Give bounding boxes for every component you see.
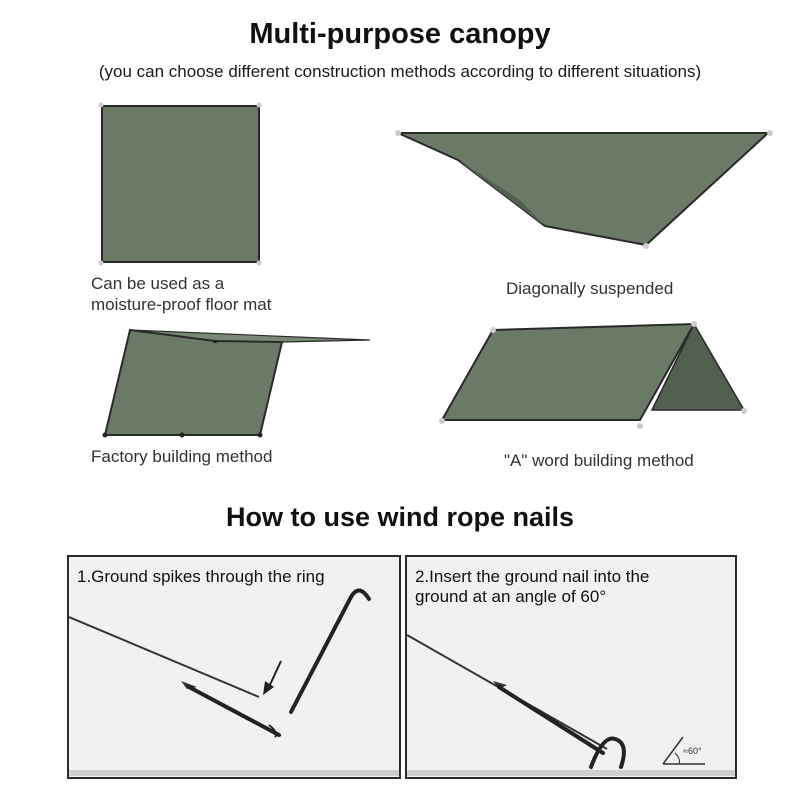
grommet-icon: [256, 260, 262, 266]
floor-mat-canopy: [98, 102, 262, 266]
angle-label: ≈60°: [683, 746, 702, 756]
step-2-text: 2.Insert the ground nail into the ground…: [415, 567, 650, 606]
page-subtitle: (you can choose different construction m…: [98, 62, 702, 81]
factory-caption: Factory building method: [91, 447, 273, 466]
grommet-icon: [98, 260, 104, 266]
a-frame-canopy: [439, 321, 747, 429]
grommet-icon: [490, 327, 496, 333]
stake-icon: [102, 432, 108, 438]
grommet-icon: [741, 408, 747, 414]
stake-icon: [179, 432, 185, 438]
stake-icon: [257, 432, 263, 438]
diagonal-canopy: [395, 130, 773, 249]
grommet-icon: [395, 130, 401, 136]
grommet-icon: [691, 321, 697, 327]
canopy-illustrations: [98, 102, 773, 438]
step-1-illustration: [69, 588, 399, 776]
grommet-icon: [98, 102, 104, 108]
grommet-icon: [637, 423, 643, 429]
grommet-icon: [439, 418, 445, 424]
grommet-icon: [256, 102, 262, 108]
page-title: Multi-purpose canopy: [249, 18, 551, 50]
grommet-icon: [643, 243, 649, 249]
instructions-title: How to use wind rope nails: [225, 502, 575, 532]
a-frame-caption: "A" word building method: [504, 451, 694, 470]
step-2-illustration: [407, 634, 735, 776]
floor-mat-caption: Can be used as a moisture-proof floor ma…: [91, 274, 272, 314]
step-1-panel: 1.Ground spikes through the ring: [67, 555, 401, 779]
factory-building-canopy: [102, 328, 371, 438]
arrow-icon: [267, 660, 282, 690]
step-2-panel: 2.Insert the ground nail into the ground…: [405, 555, 737, 779]
grommet-icon: [767, 130, 773, 136]
diagonal-caption: Diagonally suspended: [506, 279, 674, 298]
step-1-text: 1.Ground spikes through the ring: [77, 567, 325, 586]
